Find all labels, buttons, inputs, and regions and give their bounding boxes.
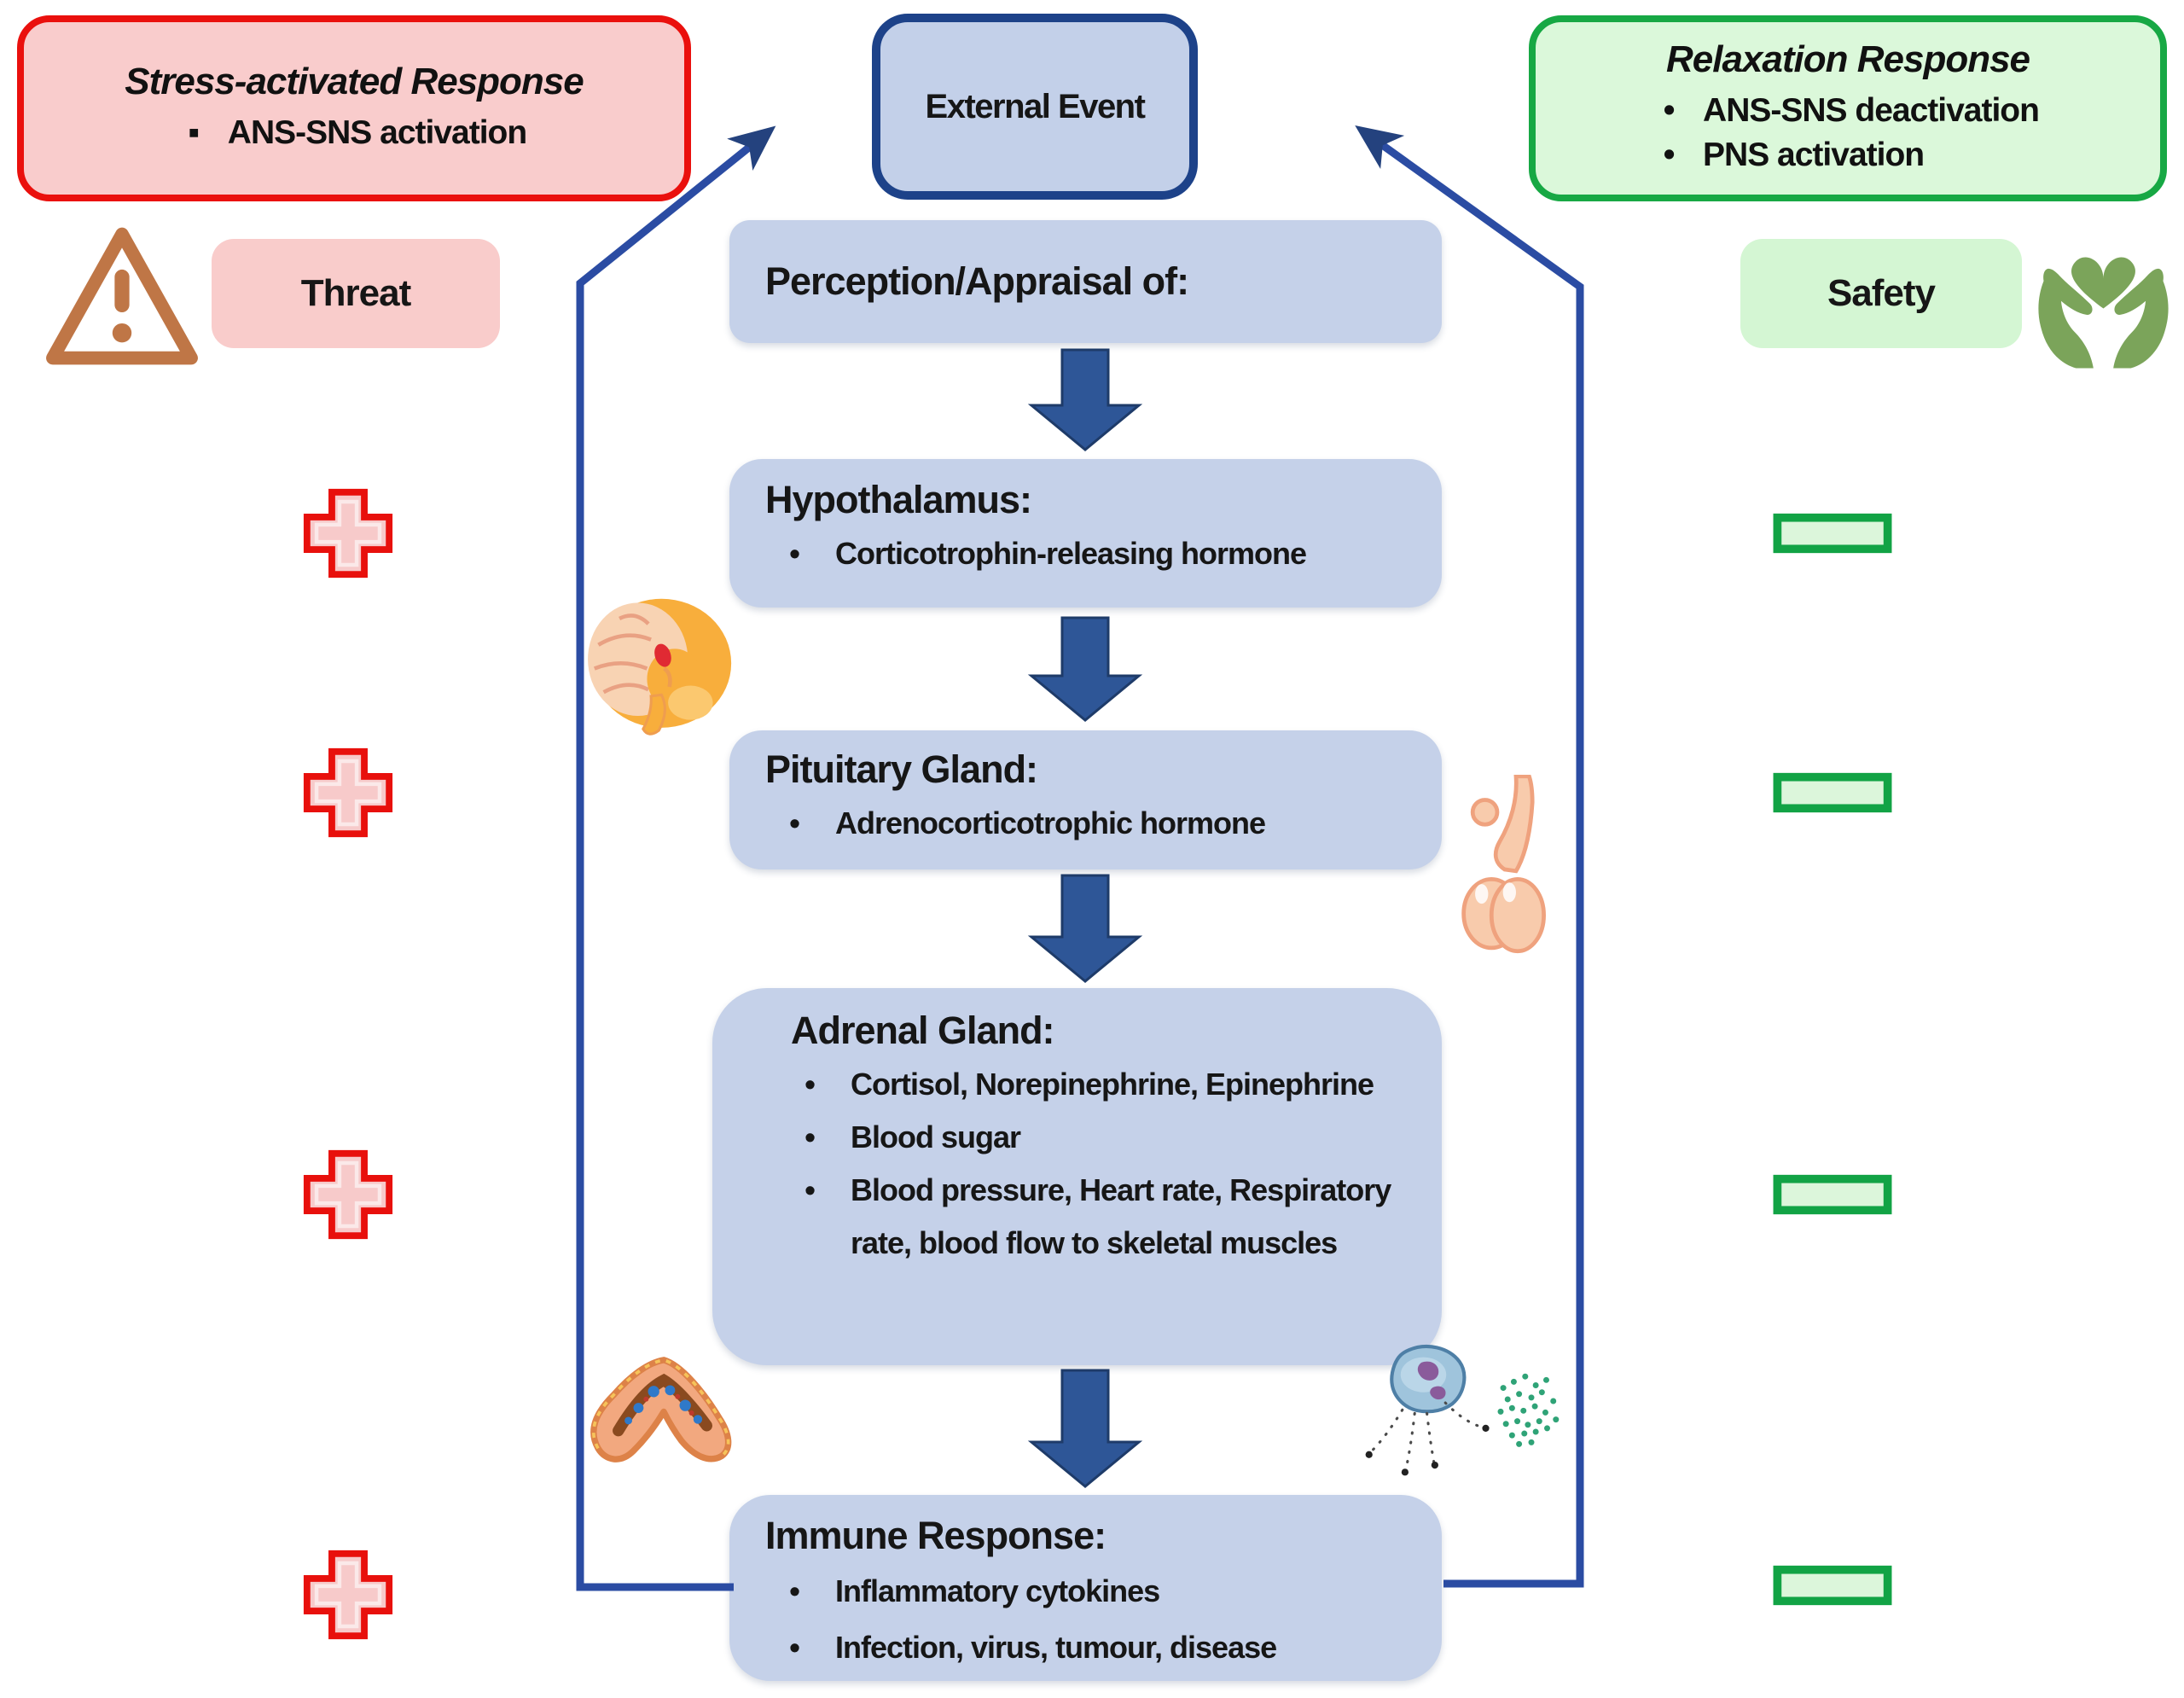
- bullet-item: • Inflammatory cytokines: [779, 1563, 1430, 1619]
- bullet-item: • Cortisol, Norepinephrine, Epinephrine: [794, 1058, 1416, 1111]
- bullet-text: Inflammatory cytokines: [835, 1573, 1160, 1608]
- stress-box-title: Stress-activated Response: [125, 61, 584, 103]
- relaxation-response-box: Relaxation Response • ANS-SNS deactivatio…: [1529, 15, 2167, 201]
- bullet-item: • Infection, virus, tumour, disease: [779, 1619, 1430, 1676]
- hypothalamus-bullets: • Corticotrophin-releasing hormone: [729, 527, 1442, 580]
- adrenal-gland-icon: [582, 1350, 748, 1476]
- plus-activation-icon: [300, 1147, 396, 1242]
- relaxation-box-title: Relaxation Response: [1665, 38, 2030, 81]
- bullet-text: Blood sugar: [851, 1119, 1021, 1154]
- safety-label: Safety: [1740, 239, 2022, 348]
- bullet-text: Cortisol, Norepinephrine, Epinephrine: [851, 1067, 1374, 1102]
- bullet-text: Corticotrophin-releasing hormone: [835, 536, 1307, 571]
- minus-deactivation-icon: [1773, 772, 1892, 813]
- bullet-glyph: •: [804, 1067, 816, 1102]
- bullet-text: PNS activation: [1703, 137, 1925, 174]
- external-event-label: External Event: [925, 87, 1146, 125]
- flow-box-perception: Perception/Appraisal of:: [729, 220, 1442, 343]
- bullet-item: ▪ ANS-SNS activation: [182, 111, 527, 156]
- perception-title: Perception/Appraisal of:: [765, 259, 1189, 303]
- stress-activated-response-box: Stress-activated Response ▪ ANS-SNS activ…: [17, 15, 691, 201]
- bullet-item: • Adrenocorticotrophic hormone: [779, 797, 1430, 850]
- bullet-glyph: •: [789, 1630, 800, 1665]
- bullet-glyph: ▪: [188, 113, 200, 151]
- immune-cell-icon: [1355, 1340, 1585, 1493]
- bullet-text: Infection, virus, tumour, disease: [835, 1630, 1277, 1665]
- immune-bullets: • Inflammatory cytokines • Infection, virus…: [729, 1563, 1442, 1676]
- plus-activation-icon: [300, 486, 396, 581]
- hypothalamus-title: Hypothalamus:: [765, 478, 1032, 521]
- stress-box-bullets: ▪ ANS-SNS activation: [182, 111, 527, 156]
- brain-hypothalamus-icon: [585, 594, 743, 743]
- plus-activation-icon: [300, 745, 396, 840]
- warning-triangle-icon: [41, 220, 203, 372]
- bullet-glyph: •: [789, 805, 800, 840]
- immune-title: Immune Response:: [765, 1514, 1107, 1557]
- hands-holding-heart-icon: [2029, 216, 2178, 371]
- bullet-glyph: •: [1663, 137, 1676, 174]
- threat-label: Threat: [212, 239, 500, 348]
- bullet-text: Blood pressure, Heart rate, Respiratory …: [851, 1172, 1391, 1260]
- minus-deactivation-icon: [1773, 1174, 1892, 1215]
- bullet-text: Adrenocorticotrophic hormone: [835, 805, 1266, 840]
- bullet-glyph: •: [804, 1119, 816, 1154]
- arrow-adrenal-to-immune: [1027, 1369, 1143, 1488]
- adrenal-bullets: • Cortisol, Norepinephrine, Epinephrine • B…: [712, 1058, 1442, 1270]
- bullet-glyph: •: [789, 536, 800, 571]
- plus-activation-icon: [300, 1547, 396, 1643]
- cytokine-dots: [1497, 1373, 1560, 1447]
- flow-box-adrenal: Adrenal Gland: • Cortisol, Norepinephrine…: [712, 988, 1442, 1365]
- adrenal-title: Adrenal Gland:: [791, 1009, 1055, 1052]
- minus-deactivation-icon: [1773, 513, 1892, 554]
- bullet-item: • Blood sugar: [794, 1111, 1416, 1164]
- bullet-glyph: •: [789, 1573, 800, 1608]
- bullet-item: • Blood pressure, Heart rate, Respiratory…: [794, 1164, 1416, 1270]
- flow-box-hypothalamus: Hypothalamus: • Corticotrophin-releasing …: [729, 459, 1442, 608]
- bullet-glyph: •: [1663, 91, 1676, 129]
- bullet-item: • ANS-SNS deactivation: [1657, 89, 2040, 134]
- bullet-glyph: •: [804, 1172, 816, 1207]
- flow-box-immune: Immune Response: • Inflammatory cytokines…: [729, 1495, 1442, 1681]
- arrow-perception-to-hypothalamus: [1027, 348, 1143, 451]
- bullet-text: ANS-SNS deactivation: [1703, 91, 2040, 129]
- flow-box-pituitary: Pituitary Gland: • Adrenocorticotrophic h…: [729, 730, 1442, 869]
- minus-deactivation-icon: [1773, 1565, 1892, 1606]
- relaxation-box-bullets: • ANS-SNS deactivation • PNS activation: [1657, 89, 2040, 178]
- bullet-text: ANS-SNS activation: [227, 113, 527, 151]
- bullet-item: • Corticotrophin-releasing hormone: [779, 527, 1430, 580]
- external-event-box: External Event: [872, 14, 1198, 200]
- pituitary-title: Pituitary Gland:: [765, 747, 1038, 791]
- arrow-hypothalamus-to-pituitary: [1027, 616, 1143, 722]
- bullet-item: • PNS activation: [1657, 133, 2039, 178]
- arrow-pituitary-to-adrenal: [1027, 874, 1143, 983]
- pituitary-gland-icon: [1457, 775, 1555, 961]
- pituitary-bullets: • Adrenocorticotrophic hormone: [729, 797, 1442, 850]
